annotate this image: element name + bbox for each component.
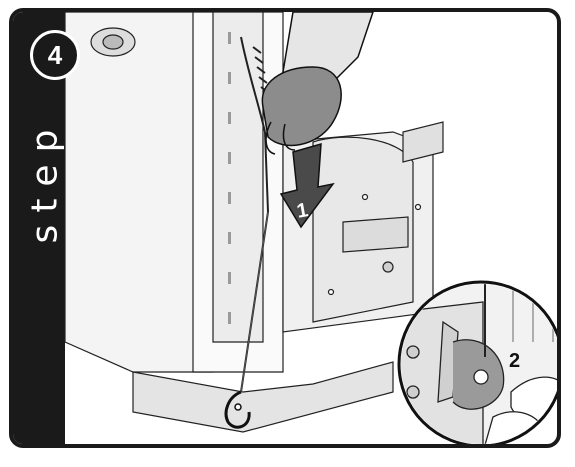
installation-illustration <box>13 12 557 444</box>
top-knob <box>91 28 135 56</box>
step-label: step <box>25 111 66 251</box>
instruction-frame: step 1 2 <box>9 8 561 448</box>
step-number-badge: 4 <box>30 30 80 80</box>
appliance-cabinet <box>65 12 443 432</box>
callout-2: 2 <box>509 350 520 373</box>
